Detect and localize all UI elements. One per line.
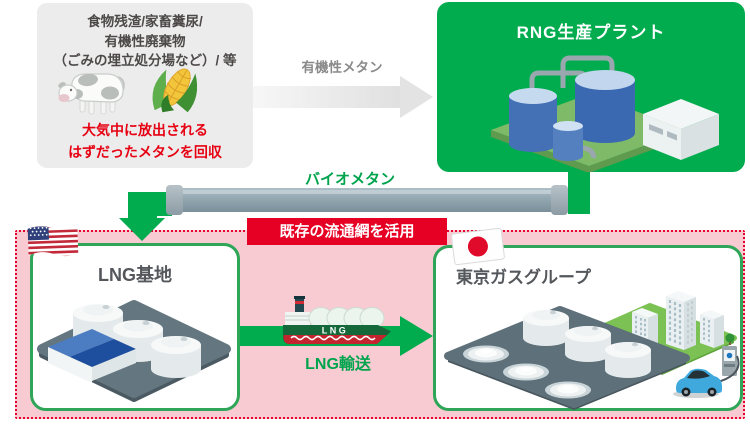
lng-terminal-title: LNG基地 [98, 265, 172, 285]
lng-terminal-illustration [37, 300, 231, 402]
feedstock-line-2: 有機性廃棄物 [104, 33, 186, 49]
terminal-building [48, 329, 136, 383]
feedstock-box: 食物残渣/家畜糞尿/ 有機性廃棄物 （ごみの埋立処分場など）/ 等 [37, 3, 253, 168]
cow-icon [58, 73, 125, 115]
gas-holder-tanks [523, 310, 651, 378]
lng-terminal-box: LNG基地 [30, 243, 240, 411]
feedstock-line-3: （ごみの埋立処分場など）/ 等 [53, 53, 237, 68]
us-flag-icon [27, 225, 79, 258]
rng-plant-title: RNG生産プラント [516, 23, 666, 42]
existing-network-banner: 既存の流通網を活用 [247, 218, 447, 245]
rng-plant-box: RNG生産プラント [437, 2, 745, 172]
car-icon [673, 368, 722, 398]
tokyo-gas-box: 東京ガスグループ [433, 245, 743, 411]
pipe-cap-right [551, 185, 568, 215]
note-line-1: 大気中に放出される [82, 122, 208, 138]
pipe-cap-left [166, 185, 183, 215]
pipe-highlight [180, 190, 554, 194]
methane-recovery-note: 大気中に放出される はずだったメタンを回収 [37, 119, 253, 163]
japan-flag-icon [451, 227, 505, 266]
feedstock-text: 食物残渣/家畜糞尿/ 有機性廃棄物 （ごみの埋立処分場など）/ 等 [37, 3, 253, 71]
corn-icon [152, 68, 198, 113]
biomethane-label: バイオメタン [304, 171, 395, 188]
plant-tanks-illustration [491, 55, 719, 172]
city-plant-illustration [444, 291, 740, 410]
gas-pump-icon [717, 346, 740, 383]
pipe-body [180, 188, 554, 212]
tokyo-gas-title: 東京ガスグループ [456, 268, 591, 287]
ship-hull-text: LNG [322, 326, 349, 336]
organic-methane-label: 有機性メタン [301, 60, 383, 75]
gray-right-arrow [253, 76, 433, 118]
lng-shipping-label: LNG輸送 [305, 356, 371, 373]
inground-tanks [463, 345, 591, 399]
lng-tank [151, 336, 201, 378]
feedstock-line-1: 食物残渣/家畜糞尿/ [87, 14, 203, 29]
lng-tank [113, 320, 163, 362]
lng-ship-icon: LNG [283, 296, 391, 344]
note-line-2: はずだったメタンを回収 [68, 144, 222, 160]
